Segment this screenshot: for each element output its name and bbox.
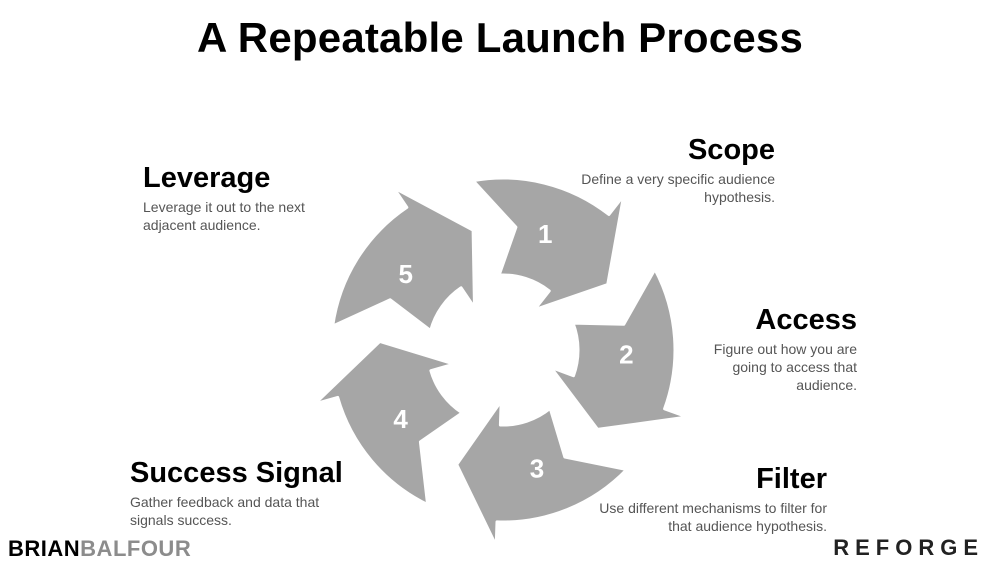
brand-last-name: BALFOUR xyxy=(80,536,192,561)
step-scope-description: Define a very specific audience hypothes… xyxy=(581,171,775,205)
step-success-signal: Success Signal Gather feedback and data … xyxy=(130,456,360,529)
step-number-4: 4 xyxy=(393,404,408,434)
step-number-1: 1 xyxy=(538,219,552,249)
step-success-signal-description: Gather feedback and data that signals su… xyxy=(130,494,320,528)
step-access: Access Figure out how you are going to a… xyxy=(692,303,857,394)
cycle-arrow-access xyxy=(549,267,689,431)
cycle-arrow-scope xyxy=(471,176,626,312)
brand-first-name: BRIAN xyxy=(8,536,81,561)
step-filter-description: Use different mechanisms to filter for t… xyxy=(599,500,827,534)
step-number-3: 3 xyxy=(530,454,544,484)
step-number-5: 5 xyxy=(398,259,412,289)
step-filter: Filter Use different mechanisms to filte… xyxy=(587,462,827,535)
step-number-2: 2 xyxy=(619,339,633,369)
brian-balfour-logo: BRIANBALFOUR xyxy=(8,536,191,562)
step-success-signal-title: Success Signal xyxy=(130,457,343,489)
step-scope: Scope Define a very specific audience hy… xyxy=(545,133,775,206)
step-filter-title: Filter xyxy=(756,463,827,495)
step-scope-title: Scope xyxy=(687,134,775,166)
step-leverage-description: Leverage it out to the next adjacent aud… xyxy=(143,199,305,233)
step-access-title: Access xyxy=(755,304,857,336)
cycle-arrow-leverage xyxy=(331,186,476,333)
step-leverage: Leverage Leverage it out to the next adj… xyxy=(143,161,348,234)
step-access-description: Figure out how you are going to access t… xyxy=(713,341,857,393)
page-title: A Repeatable Launch Process xyxy=(196,14,804,61)
reforge-logo: REFORGE xyxy=(833,535,984,560)
cycle-arrow-filter xyxy=(455,399,629,548)
cycle-arrow-success-signal xyxy=(313,339,464,507)
step-leverage-title: Leverage xyxy=(143,162,271,194)
